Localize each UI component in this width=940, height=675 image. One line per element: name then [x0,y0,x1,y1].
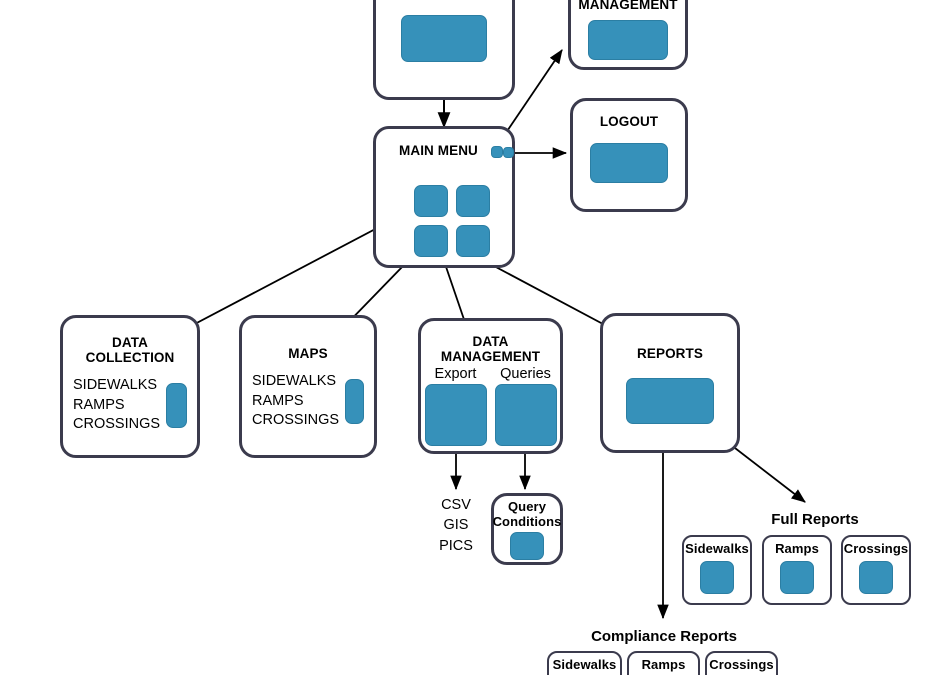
export-format-0: CSV [441,497,471,513]
main-menu-badge-management[interactable] [491,146,503,158]
user-management-tile[interactable] [588,20,668,61]
node-data-collection-title-line1: DATA [112,335,148,350]
full-report-ramps-tile[interactable] [780,560,814,594]
data-management-export-col: Export [424,366,487,447]
data-management-columns: Export Queries [424,366,557,447]
node-data-management[interactable]: DATA MANAGEMENT Export Queries [418,318,563,454]
node-user-management-title: MANAGEMENT [578,0,678,12]
compliance-report-sidewalks[interactable]: Sidewalks [547,651,622,675]
data-collection-item-1[interactable]: RAMPS [73,396,125,413]
node-data-collection-title: DATA COLLECTION [86,335,175,365]
compliance-report-ramps[interactable]: Ramps [627,651,700,675]
export-format-1: GIS [443,517,469,534]
compliance-report-sidewalks-label: Sidewalks [552,657,617,672]
node-reports-title: REPORTS [637,346,703,361]
data-management-queries-label: Queries [500,366,551,383]
node-login[interactable] [373,0,515,100]
compliance-report-ramps-label: Ramps [641,657,686,672]
data-management-queries-col: Queries [494,366,557,447]
node-data-management-title: DATA MANAGEMENT [441,334,540,364]
main-menu-tile-4[interactable] [456,225,490,257]
export-format-2: PICS [439,537,473,554]
reports-tile[interactable] [626,378,714,425]
main-menu-tile-3[interactable] [414,225,448,257]
data-collection-list: SIDEWALKS RAMPS CROSSINGS [73,376,160,434]
compliance-reports-heading: Compliance Reports [591,628,737,645]
data-collection-item-2[interactable]: CROSSINGS [73,416,161,433]
main-menu-tile-2[interactable] [456,185,490,217]
maps-body: SIDEWALKS RAMPS CROSSINGS [242,372,374,430]
full-report-crossings-label: Crossings [843,541,909,556]
full-report-sidewalks-tile[interactable] [700,560,734,594]
maps-list: SIDEWALKS RAMPS CROSSINGS [252,372,339,430]
full-report-sidewalks[interactable]: Sidewalks [682,535,752,605]
maps-item-2[interactable]: CROSSINGS [252,411,340,428]
data-collection-body: SIDEWALKS RAMPS CROSSINGS [63,376,197,434]
node-logout[interactable]: LOGOUT [570,98,688,212]
data-management-export-label: Export [434,366,477,383]
data-collection-item-0[interactable]: SIDEWALKS [73,377,158,394]
node-main-menu-title: MAIN MENU [399,143,478,158]
full-report-ramps[interactable]: Ramps [762,535,832,605]
node-data-management-title-line1: DATA [472,334,509,349]
full-report-ramps-label: Ramps [775,541,819,556]
main-menu-badge-logout[interactable] [503,147,514,158]
maps-item-1[interactable]: RAMPS [252,392,304,409]
data-management-queries-tile[interactable] [494,384,557,447]
node-user-management[interactable]: MANAGEMENT [568,0,688,70]
main-menu-tile-1[interactable] [414,185,448,217]
node-reports[interactable]: REPORTS [600,313,740,453]
node-maps[interactable]: MAPS SIDEWALKS RAMPS CROSSINGS [239,315,377,458]
query-conditions-tile[interactable] [510,532,544,561]
full-report-crossings-tile[interactable] [859,560,893,594]
node-maps-title: MAPS [288,346,328,361]
full-report-sidewalks-label: Sidewalks [685,541,749,556]
node-query-conditions-line2: Conditions [492,513,562,529]
logout-tile[interactable] [590,143,668,184]
node-query-conditions[interactable]: Query Conditions [491,493,563,565]
full-reports-heading: Full Reports [771,511,859,528]
node-logout-title: LOGOUT [599,114,659,129]
login-tile[interactable] [401,14,487,62]
maps-item-0[interactable]: SIDEWALKS [252,373,337,390]
node-data-collection[interactable]: DATA COLLECTION SIDEWALKS RAMPS CROSSING… [60,315,200,458]
export-formats-list: CSV GIS PICS [415,495,497,556]
node-data-management-title-line2: MANAGEMENT [440,349,541,365]
node-query-conditions-title: Query Conditions [492,499,562,529]
data-management-export-tile[interactable] [424,384,487,447]
full-report-crossings[interactable]: Crossings [841,535,911,605]
node-data-collection-title-line2: COLLECTION [85,350,175,366]
maps-tile[interactable] [345,378,364,424]
node-query-conditions-line1: Query [507,499,547,514]
main-menu-tile-grid [414,185,490,257]
compliance-report-crossings-label: Crossings [709,657,774,672]
compliance-report-crossings[interactable]: Crossings [705,651,778,675]
data-collection-tile[interactable] [166,382,187,428]
